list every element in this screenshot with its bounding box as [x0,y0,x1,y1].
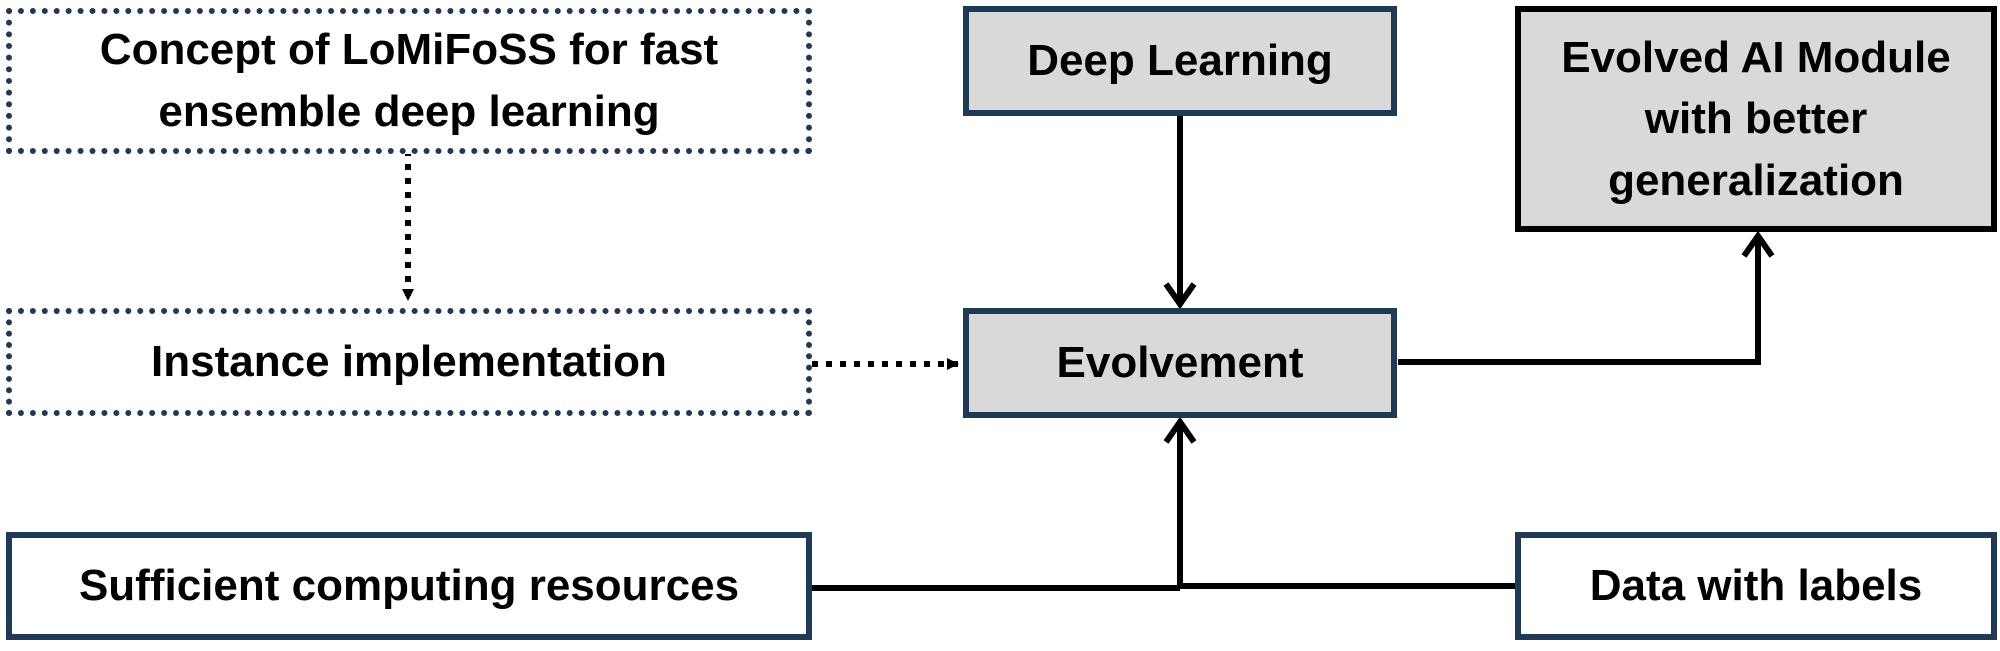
instance-implementation-label: Instance implementation [151,337,667,387]
arrowhead-into-evolvement-top [1163,282,1197,310]
data-with-labels-label: Data with labels [1589,561,1923,611]
evolved-ai-module-box: Evolved AI Module with better generaliza… [1515,6,1997,232]
deep-learning-box: Deep Learning [963,6,1397,116]
edge-evolvement-to-evolved-module [1398,238,1761,365]
concept-label: Concept of LoMiFoSS for fast ensemble de… [99,25,719,136]
deep-learning-label: Deep Learning [1027,36,1333,86]
arrowhead-into-evolved-module [1741,230,1775,258]
arrowhead-into-evolvement-bottom [1163,416,1197,444]
computing-resources-box: Sufficient computing resources [6,532,812,640]
evolved-ai-module-label: Evolved AI Module with better generaliza… [1561,32,1951,205]
computing-resources-label: Sufficient computing resources [78,561,740,611]
concept-box: Concept of LoMiFoSS for fast ensemble de… [6,8,812,154]
evolvement-box: Evolvement [963,308,1397,418]
data-with-labels-box: Data with labels [1515,532,1997,640]
evolvement-label: Evolvement [1056,338,1304,388]
instance-implementation-box: Instance implementation [6,308,812,416]
